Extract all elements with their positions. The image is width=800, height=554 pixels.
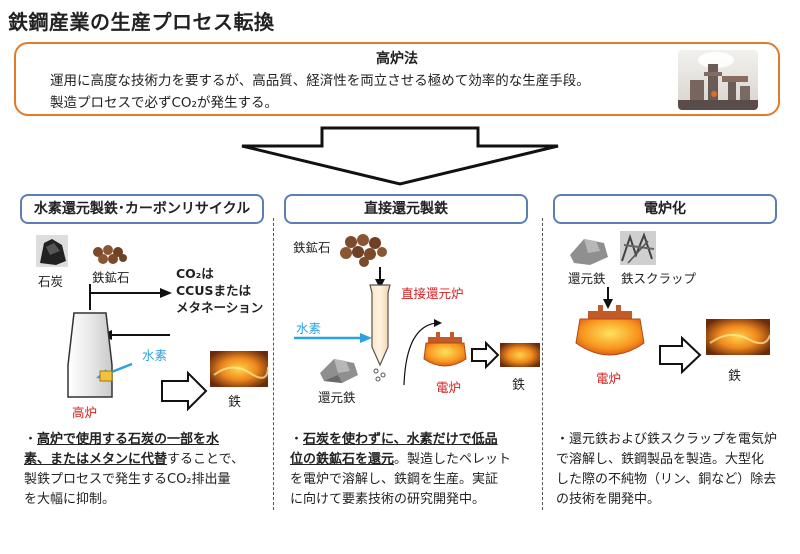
iron-ore-image — [340, 234, 387, 267]
blast-furnace-label: 高炉 — [72, 405, 98, 420]
electric-furnace-label: 電炉 — [596, 371, 622, 386]
desc-emphasis-1: 石炭を使わずに、水素だけで低品 — [303, 432, 498, 447]
co2-label-line3: メタネーション — [176, 300, 264, 315]
description-direct-reduction: ・石炭を使わずに、水素だけで低品 位の鉄鉱石を還元。製造したペレット を電炉で溶… — [290, 430, 540, 510]
summary-line-2: 製造プロセスで必ずCO₂が発生する。 — [50, 95, 278, 111]
column-header-electric-furnace: 電炉化 — [553, 194, 777, 224]
iron-ore-label: 鉄鉱石 — [293, 240, 331, 255]
iron-scrap-image — [620, 231, 656, 265]
reduced-iron-image — [320, 359, 358, 383]
desc-line-3: を電炉で溶解し、鉄鋼を生産。実証 — [290, 472, 499, 487]
page-title: 鉄鋼産業の生産プロセス転換 — [8, 10, 275, 34]
hydrogen-label: 水素 — [142, 348, 168, 363]
desc-line-1: ・還元鉄および鉄スクラップを電気炉 — [556, 432, 778, 447]
summary-heading: 高炉法 — [376, 51, 418, 67]
desc-emphasis-1: 高炉で使用する石炭の一部を水 — [37, 432, 220, 447]
co2-label-line1: CO₂は — [176, 266, 214, 281]
direct-reduction-diagram — [294, 234, 540, 386]
electric-furnace-diagram — [570, 231, 771, 375]
hydrogen-label: 水素 — [296, 321, 322, 336]
description-hydrogen-reduction: ・高炉で使用する石炭の一部を水 素、またはメタンに代替することで、 製鉄プロセス… — [24, 430, 274, 510]
column-header-hydrogen-reduction: 水素還元製鉄･カーボンリサイクル — [20, 194, 264, 224]
iron-label: 鉄 — [512, 378, 526, 393]
direct-reduction-furnace-label: 直接還元炉 — [401, 286, 464, 301]
blast-furnace-summary-box: 高炉法 運用に高度な技術力を要するが、高品質、経済性を両立させる極めて効率的な生… — [14, 42, 780, 116]
desc-emphasis-2: 素、またはメタンに代替 — [24, 452, 168, 467]
desc-line-2: で溶解し、鉄鋼製品を製造。大型化 — [556, 452, 765, 467]
reduced-iron-image — [570, 239, 608, 265]
description-electric-furnace: ・還元鉄および鉄スクラップを電気炉 で溶解し、鉄鋼製品を製造。大型化 した際の不… — [556, 430, 796, 510]
iron-label: 鉄 — [728, 369, 742, 384]
co2-label-line2: CCUSまたは — [176, 283, 252, 298]
desc-text-2: 。製造したペレット — [394, 452, 512, 467]
desc-line-3: 製鉄プロセスで発生するCO₂排出量 — [24, 472, 231, 487]
electric-furnace-label: 電炉 — [436, 380, 462, 395]
desc-bullet: ・ — [290, 432, 304, 447]
desc-line-4: に向けて要素技術の研究開発中。 — [290, 492, 486, 507]
column-header-direct-reduction: 直接還元製鉄 — [284, 194, 528, 224]
iron-ore-label: 鉄鉱石 — [92, 270, 130, 285]
coal-image — [36, 235, 68, 267]
desc-emphasis-2: 位の鉄鉱石を還元 — [290, 452, 395, 467]
desc-line-3: した際の不純物（リン、銅など）除去 — [556, 472, 777, 487]
reduced-iron-label: 還元鉄 — [568, 271, 606, 286]
reduced-iron-label: 還元鉄 — [318, 390, 356, 405]
iron-label: 鉄 — [228, 395, 242, 410]
iron-scrap-label: 鉄スクラップ — [621, 271, 697, 286]
desc-line-4: の技術を開発中。 — [556, 492, 661, 507]
steel-plant-image — [678, 50, 758, 110]
desc-bullet: ・ — [24, 432, 38, 447]
desc-line-4: を大幅に抑制。 — [24, 492, 116, 507]
transition-arrow — [241, 126, 559, 186]
coal-label: 石炭 — [38, 274, 64, 289]
desc-text-2: することで、 — [167, 452, 245, 467]
hydrogen-reduction-diagram — [36, 235, 269, 412]
column-divider — [273, 218, 274, 510]
iron-ore-image — [93, 245, 127, 264]
column-divider — [542, 218, 543, 510]
summary-line-1: 運用に高度な技術力を要するが、高品質、経済性を両立させる極めて効率的な生産手段。 — [50, 73, 590, 89]
